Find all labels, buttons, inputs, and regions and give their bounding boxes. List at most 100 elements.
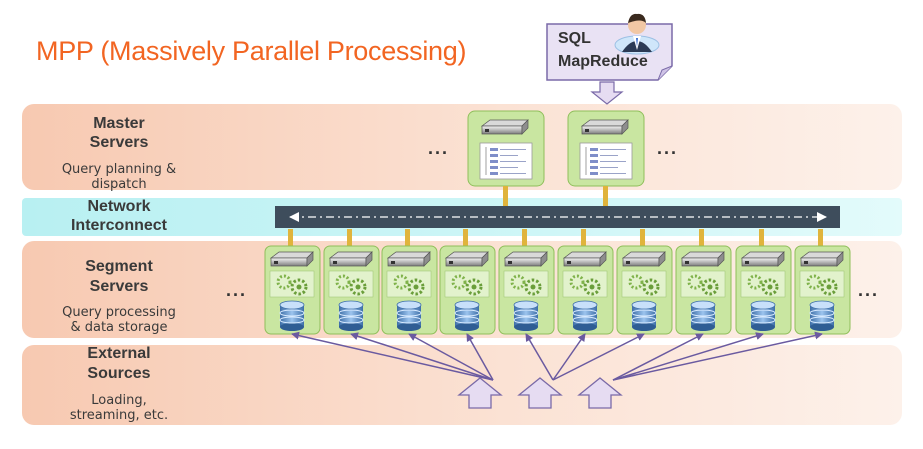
load-flow-arrow — [552, 333, 645, 381]
callout-mapreduce-label: MapReduce — [558, 53, 648, 70]
master-connector — [603, 186, 608, 208]
database-icon — [279, 300, 305, 331]
external-sources-desc-line1: Loading, — [91, 393, 147, 408]
segment-node — [557, 245, 614, 335]
diagram-title: MPP (Massively Parallel Processing) — [36, 36, 467, 66]
segment-connector — [699, 229, 704, 246]
server-icon — [580, 119, 629, 135]
load-flow-arrow — [552, 333, 586, 381]
callout-sql-label: SQL — [558, 30, 591, 47]
processing-gear-icon — [562, 270, 608, 298]
load-flow-arrow — [408, 333, 494, 381]
external-layer-band — [22, 345, 902, 425]
load-flow-arrow — [350, 332, 494, 381]
processing-gear-icon — [740, 270, 786, 298]
master-node — [567, 110, 645, 187]
network-title-line2: Interconnect — [70, 217, 167, 234]
segment-node — [381, 245, 438, 335]
segment-node — [498, 245, 555, 335]
user-icon — [614, 13, 660, 55]
database-icon — [396, 300, 422, 331]
segment-ellipsis-right: ... — [858, 280, 880, 300]
master-ellipsis-left: ... — [428, 138, 450, 158]
database-icon — [809, 300, 835, 331]
segment-connector — [818, 229, 823, 246]
segment-servers-desc-line1: Query processing — [62, 305, 176, 320]
query-plan-thumbnail — [579, 142, 633, 180]
segment-connector — [405, 229, 410, 246]
master-servers-desc-line2: dispatch — [91, 177, 147, 192]
segment-connector — [347, 229, 352, 246]
network-bar — [275, 206, 840, 228]
master-node — [467, 110, 545, 187]
segment-node — [616, 245, 673, 335]
server-icon — [740, 251, 785, 267]
database-icon — [750, 300, 776, 331]
load-flow-arrow — [525, 333, 554, 381]
master-servers-title-line1: Master — [93, 115, 145, 132]
server-icon — [328, 251, 373, 267]
query-plan-thumbnail — [479, 142, 533, 180]
load-flow-arrow — [612, 332, 764, 381]
master-servers-desc-line1: Query planning & — [61, 162, 177, 177]
server-icon — [269, 251, 314, 267]
database-icon — [454, 300, 480, 331]
processing-gear-icon — [386, 270, 432, 298]
callout-fold — [657, 65, 673, 81]
processing-gear-icon — [621, 270, 667, 298]
processing-gear-icon — [328, 270, 374, 298]
server-icon — [503, 251, 548, 267]
segment-connector — [522, 229, 527, 246]
master-connector — [503, 186, 508, 208]
master-servers-title-line2: Servers — [89, 134, 149, 151]
server-icon — [621, 251, 666, 267]
external-sources-desc-line2: streaming, etc. — [69, 408, 169, 423]
external-source-arrow — [517, 377, 563, 409]
segment-node — [323, 245, 380, 335]
load-flow-arrow — [612, 331, 823, 381]
segment-servers-title-line2: Servers — [89, 278, 149, 295]
server-icon — [386, 251, 431, 267]
load-flow-arrow — [291, 331, 494, 381]
network-interconnect-bar — [275, 206, 840, 228]
segment-connector — [640, 229, 645, 246]
server-icon — [480, 119, 529, 135]
server-icon — [562, 251, 607, 267]
database-icon — [513, 300, 539, 331]
processing-gear-icon — [503, 270, 549, 298]
load-flow-arrow — [612, 333, 704, 381]
processing-gear-icon — [680, 270, 726, 298]
external-sources-title-line1: External — [87, 345, 151, 362]
query-input-arrow — [590, 81, 624, 105]
segment-node — [735, 245, 792, 335]
segment-servers-title-line1: Segment — [85, 258, 153, 275]
segment-servers-desc-line2: & data storage — [70, 320, 168, 335]
server-icon — [799, 251, 844, 267]
segment-node — [794, 245, 851, 335]
external-source-arrow — [577, 377, 623, 409]
segment-connector — [463, 229, 468, 246]
network-title-line1: Network — [87, 198, 151, 215]
external-source-arrow — [457, 377, 503, 409]
database-icon — [572, 300, 598, 331]
segment-connector — [759, 229, 764, 246]
master-layer-band — [22, 104, 902, 190]
segment-ellipsis-left: ... — [226, 280, 248, 300]
segment-connector — [288, 229, 293, 246]
database-icon — [631, 300, 657, 331]
segment-node — [439, 245, 496, 335]
segment-node — [675, 245, 732, 335]
master-ellipsis-right: ... — [657, 138, 679, 158]
processing-gear-icon — [444, 270, 490, 298]
processing-gear-icon — [269, 270, 315, 298]
segment-node — [264, 245, 321, 335]
database-icon — [338, 300, 364, 331]
load-flow-arrow — [466, 333, 494, 381]
external-sources-title-line2: Sources — [87, 365, 151, 382]
sql-callout — [546, 13, 673, 81]
segment-connector — [581, 229, 586, 246]
database-icon — [690, 300, 716, 331]
server-icon — [680, 251, 725, 267]
